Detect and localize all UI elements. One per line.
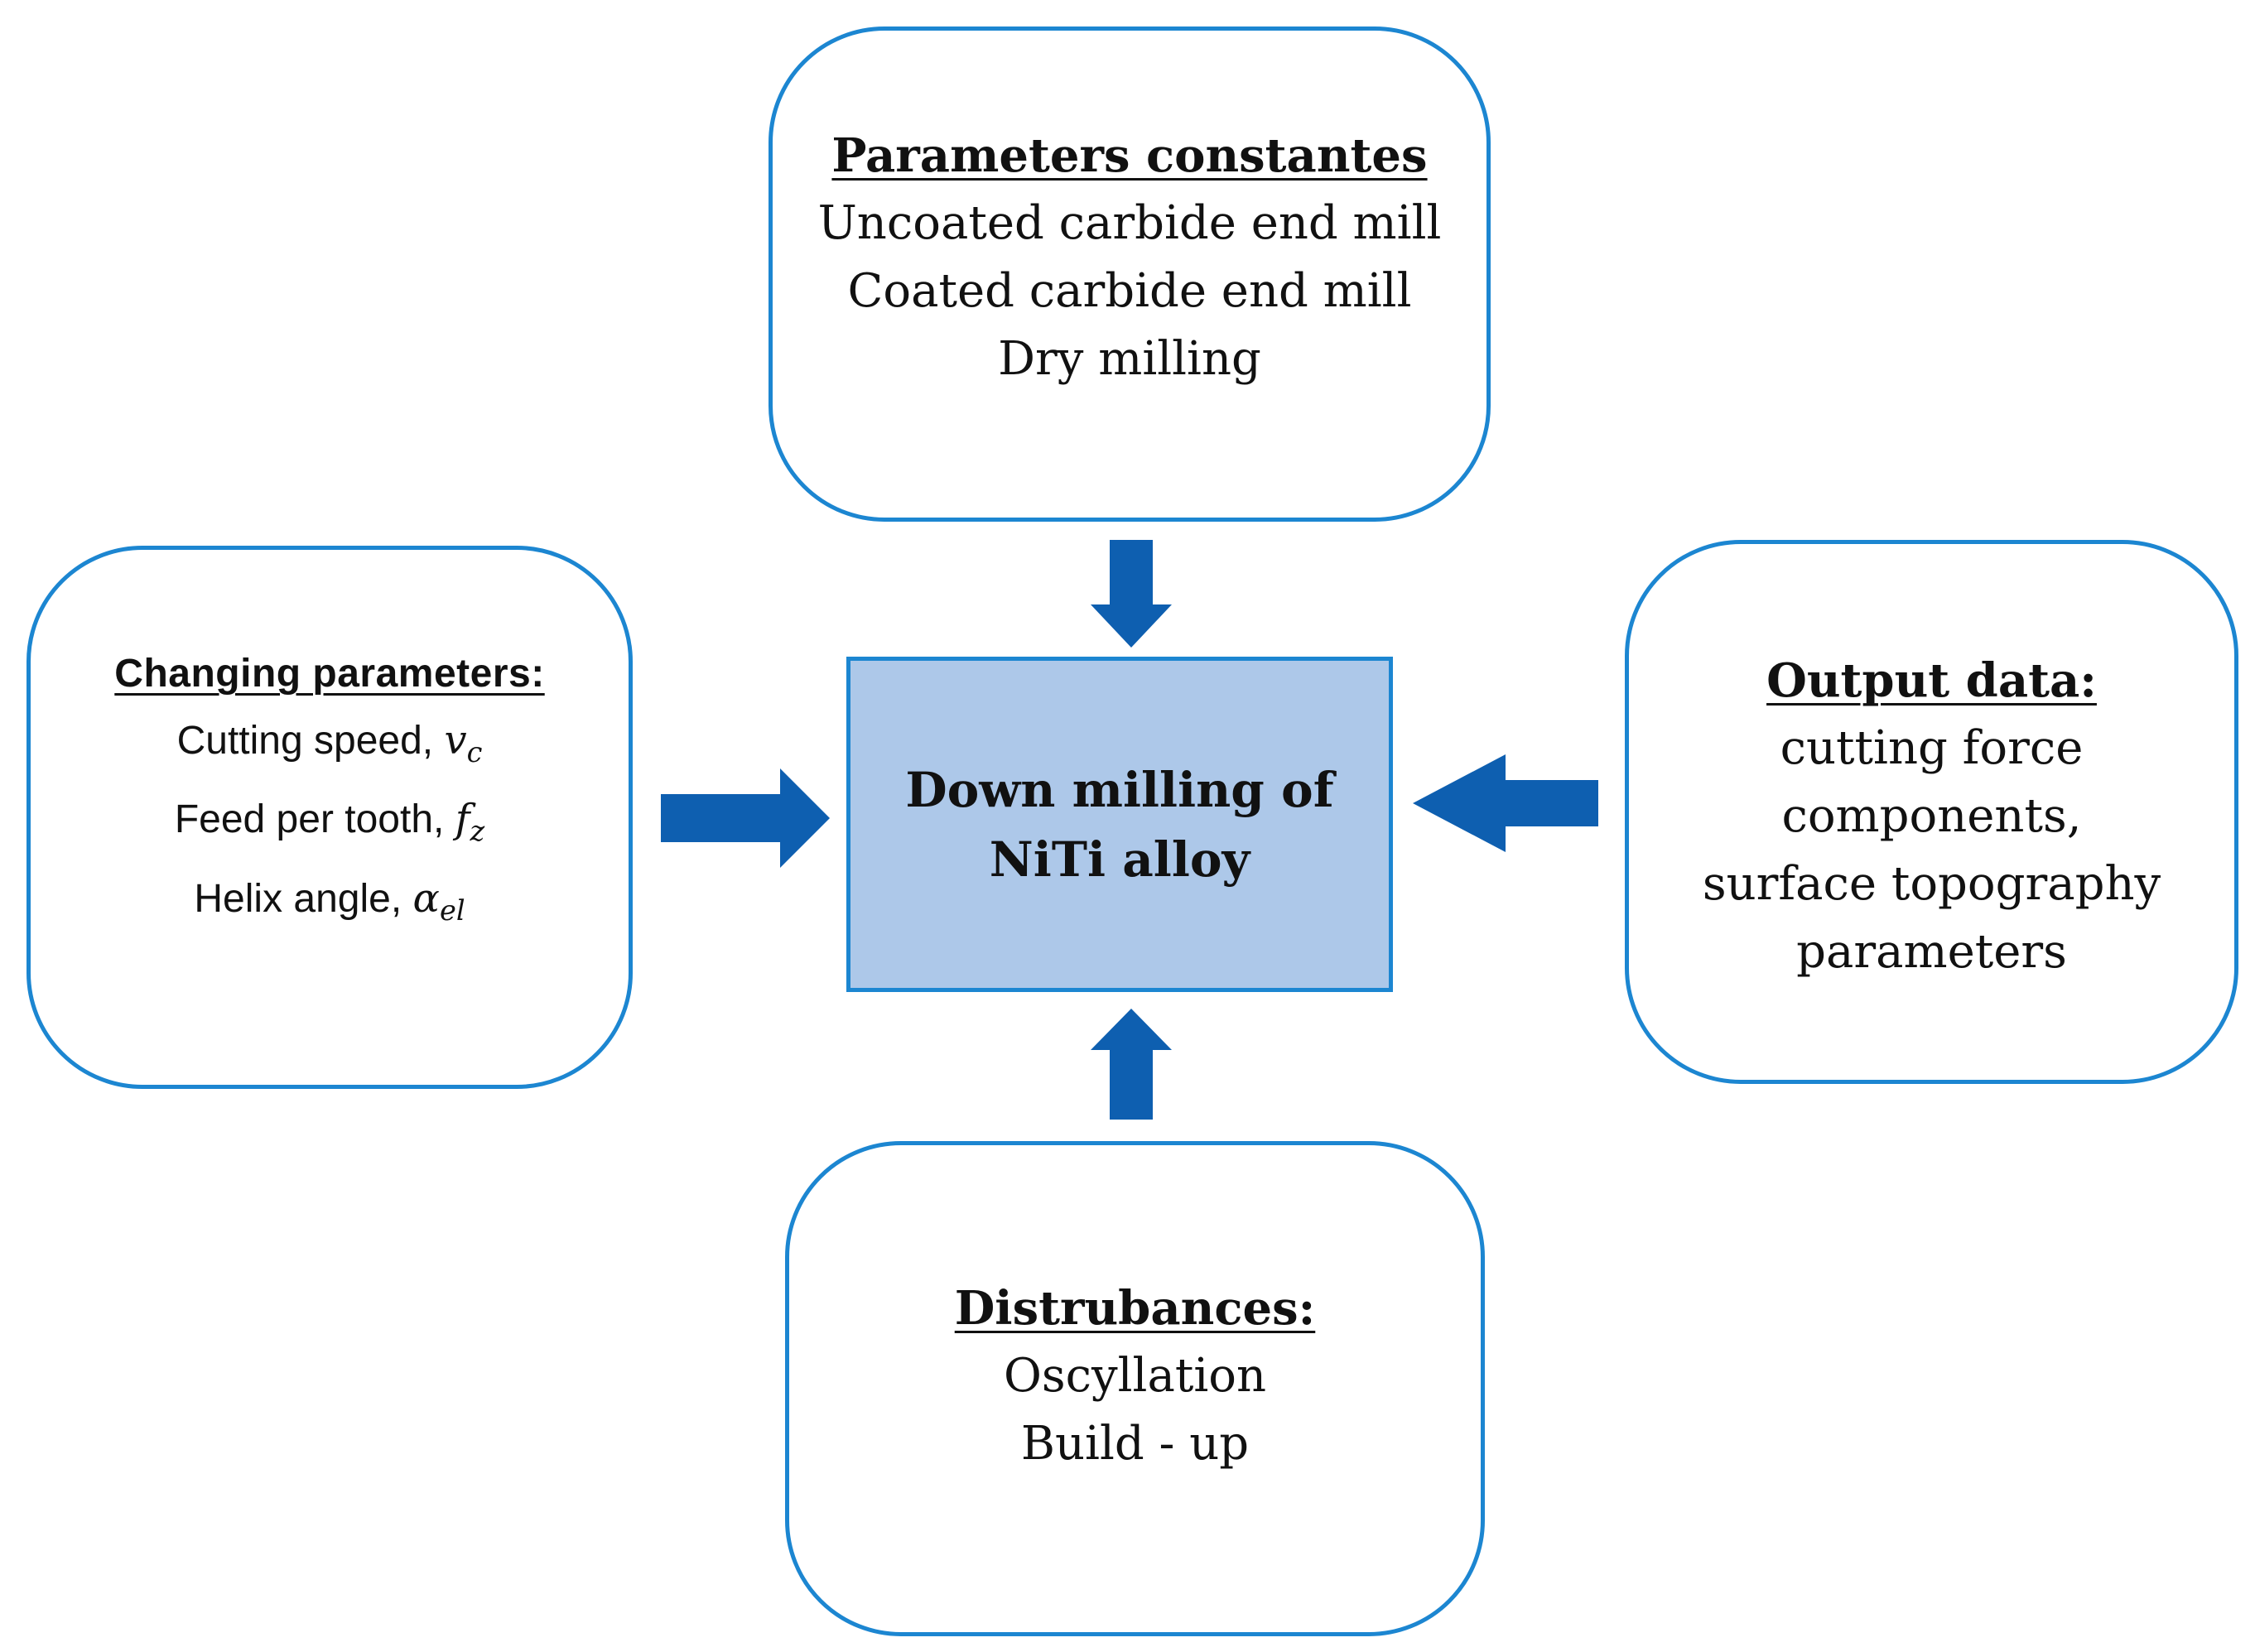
- feed-per-tooth-symbol: fz: [455, 796, 485, 848]
- changing-parameter-label: Feed per tooth,: [174, 797, 445, 842]
- changing-parameter-item: Helix angle, αel: [194, 865, 465, 944]
- arrow-left-from-right: [1413, 754, 1598, 852]
- changing-parameter-label: Cutting speed,: [176, 719, 434, 763]
- changing-parameters-heading: Changing parameters:: [114, 652, 545, 696]
- arrow-right-from-left: [661, 768, 830, 868]
- output-data-heading: Output data:: [1766, 653, 2097, 708]
- changing-parameter-label: Helix angle,: [194, 876, 402, 921]
- changing-parameter-item: Cutting speed, vc: [177, 707, 483, 786]
- arrow-up-from-bottom: [1091, 1009, 1172, 1120]
- disturbance-item: Oscyllation: [1003, 1349, 1267, 1403]
- process-title-line: Down milling of: [905, 761, 1334, 818]
- helix-angle-symbol: αel: [412, 874, 465, 927]
- changing-parameter-item: Feed per tooth, fz: [175, 786, 484, 865]
- cutting-speed-symbol: vc: [444, 717, 483, 769]
- disturbances-heading: Distrubances:: [954, 1281, 1316, 1336]
- output-data-item: surface topography: [1702, 856, 2161, 911]
- constant-parameter-item: Uncoated carbide end mill: [817, 196, 1442, 250]
- output-data-item: components,: [1781, 788, 2082, 843]
- disturbance-item: Build - up: [1020, 1417, 1250, 1471]
- arrow-down-from-top: [1091, 540, 1172, 648]
- process-title-line: NiTi alloy: [989, 831, 1250, 888]
- constant-parameter-item: Coated carbide end mill: [847, 264, 1412, 318]
- output-data-item: parameters: [1796, 924, 2067, 979]
- constant-parameters-box: Parameters constantes Uncoated carbide e…: [769, 26, 1491, 522]
- process-box: Down milling of NiTi alloy: [846, 657, 1393, 992]
- output-data-item: cutting force: [1780, 720, 2084, 775]
- disturbances-box: Distrubances: Oscyllation Build - up: [785, 1141, 1485, 1636]
- changing-parameters-box: Changing parameters: Cutting speed, vc F…: [27, 546, 633, 1089]
- constant-parameter-item: Dry milling: [998, 332, 1261, 386]
- output-data-box: Output data: cutting force components, s…: [1625, 540, 2238, 1084]
- constant-parameters-heading: Parameters constantes: [831, 128, 1428, 183]
